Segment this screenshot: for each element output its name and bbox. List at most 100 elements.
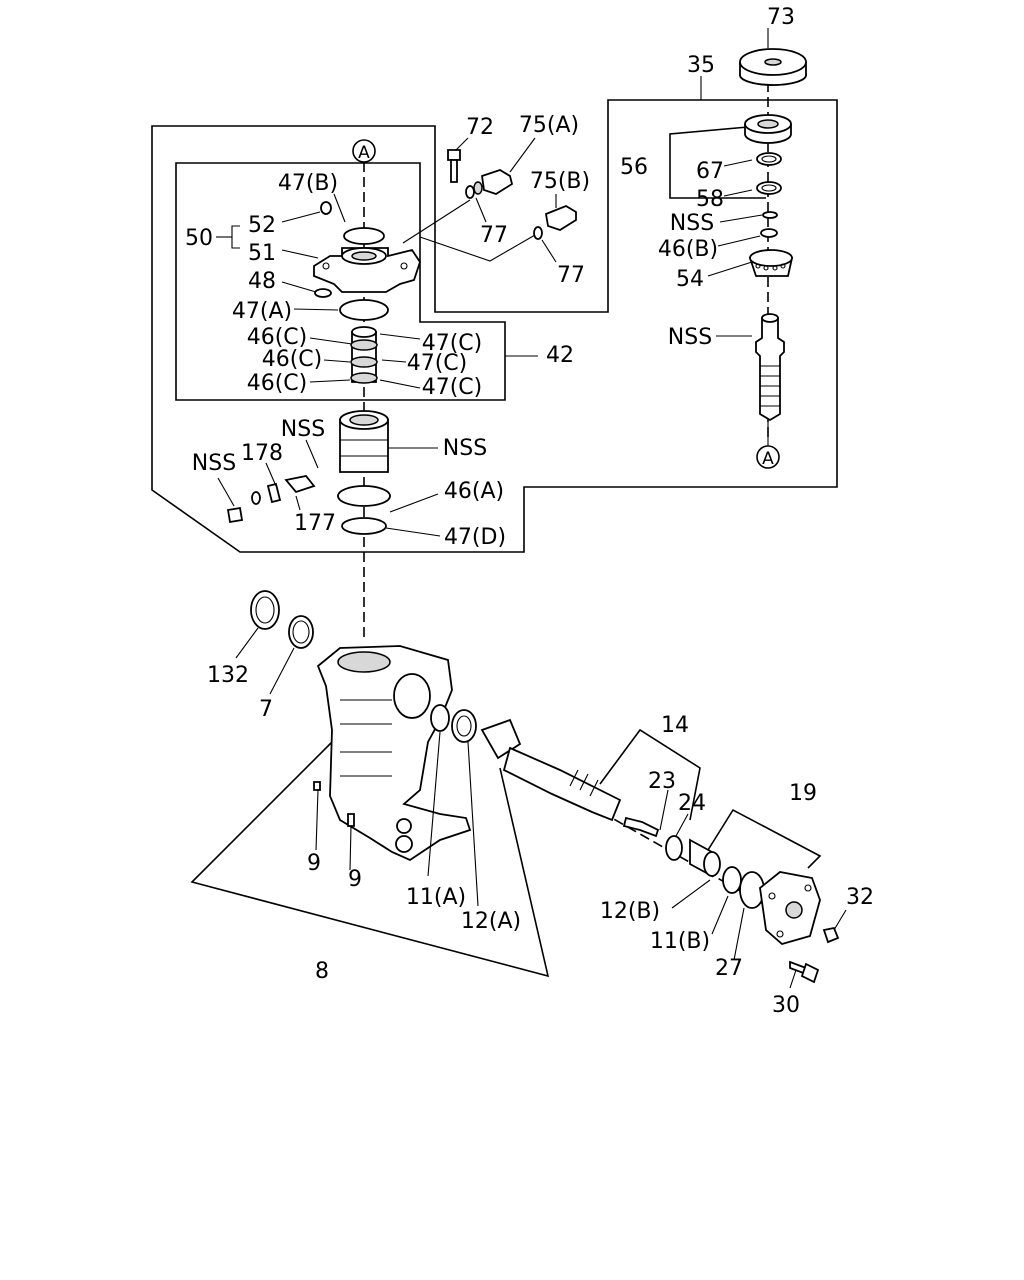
- label-47c-3: 47(C): [422, 375, 483, 400]
- label-47a: 47(A): [232, 299, 292, 324]
- label-52: 52: [248, 213, 276, 238]
- label-24: 24: [678, 791, 706, 816]
- label-56: 56: [620, 155, 648, 180]
- part-nss-pin: [755, 313, 785, 422]
- label-nss-a: NSS: [281, 417, 325, 442]
- part-73-cap: [739, 48, 807, 86]
- label-132: 132: [207, 663, 249, 688]
- part-46b-ring: [760, 228, 778, 238]
- part-23-bolt: [622, 816, 660, 838]
- part-58-seal: [756, 181, 782, 195]
- label-9-b: 9: [348, 867, 362, 892]
- part-77-washer-a: [465, 185, 475, 199]
- label-47b: 47(B): [278, 171, 338, 196]
- part-labels: 73 35 56 67 58 NSS 46(B) 54 NSS 72 75(A)…: [185, 5, 874, 1018]
- part-19-cover: [759, 871, 821, 945]
- ref-a-bottom: A: [756, 445, 780, 469]
- part-12b-bearing: [689, 838, 721, 878]
- group-outlines: [151, 99, 838, 978]
- label-32: 32: [846, 885, 874, 910]
- label-19: 19: [789, 781, 817, 806]
- label-23: 23: [648, 769, 676, 794]
- part-47d-ring: [341, 517, 387, 535]
- part-24-nut: [665, 835, 683, 861]
- label-9-a: 9: [307, 851, 321, 876]
- outline-50-inner: [175, 162, 506, 401]
- label-77-b: 77: [557, 263, 585, 288]
- label-177: 177: [294, 511, 336, 536]
- part-72-bolt: [447, 149, 461, 183]
- part-46c-47c-seals: [350, 326, 378, 384]
- label-42: 42: [546, 343, 574, 368]
- part-30-bolt: [789, 960, 820, 984]
- label-77-a: 77: [480, 223, 508, 248]
- part-56-cover: [744, 114, 792, 144]
- outline-42-outer: [151, 99, 838, 553]
- part-47b-ring: [343, 227, 385, 245]
- part-32-nut: [822, 926, 840, 944]
- label-50: 50: [185, 226, 213, 251]
- label-12b: 12(B): [600, 899, 660, 924]
- label-47c-2: 47(C): [407, 351, 468, 376]
- label-14: 14: [661, 713, 689, 738]
- label-46c-1: 46(C): [247, 325, 308, 350]
- bracket-8: [190, 741, 550, 978]
- label-73: 73: [767, 5, 795, 30]
- label-51: 51: [248, 241, 276, 266]
- leader-77-b: [419, 234, 536, 262]
- label-46a: 46(A): [444, 479, 504, 504]
- label-46b: 46(B): [658, 237, 718, 262]
- label-72: 72: [466, 115, 494, 140]
- part-12a-bearing: [451, 709, 477, 743]
- label-12a: 12(A): [461, 909, 521, 934]
- label-27: 27: [715, 956, 743, 981]
- ref-a-top: A: [352, 139, 376, 163]
- label-8: 8: [315, 959, 329, 984]
- label-7: 7: [259, 697, 273, 722]
- label-11a: 11(A): [406, 885, 466, 910]
- part-7-seal: [288, 615, 314, 649]
- label-47d: 47(D): [444, 525, 506, 550]
- part-spool: [339, 410, 389, 473]
- part-11b-ring: [722, 866, 742, 894]
- part-67-seal: [756, 152, 782, 166]
- label-nss-c: NSS: [192, 451, 236, 476]
- part-nss-ring: [762, 211, 778, 219]
- label-47c-1: 47(C): [422, 331, 483, 356]
- part-14-shaft: [480, 718, 622, 822]
- part-75b-fitting: [544, 204, 577, 231]
- ref-a-top-text: A: [358, 143, 370, 163]
- label-35: 35: [687, 53, 715, 78]
- part-51-valve-body: [313, 247, 421, 293]
- label-nss-pin: NSS: [668, 325, 712, 350]
- label-nss-b: NSS: [443, 436, 487, 461]
- part-177-178-clip: [226, 475, 316, 524]
- part-77-washer-b: [533, 226, 543, 240]
- label-30: 30: [772, 993, 800, 1018]
- label-nss-top: NSS: [670, 211, 714, 236]
- leader-77-a: [402, 199, 471, 244]
- label-75a: 75(A): [519, 113, 579, 138]
- bracket-14: [599, 728, 701, 821]
- part-8-housing: [316, 645, 472, 862]
- part-54-bearing: [748, 249, 794, 277]
- part-132-seal: [250, 590, 280, 630]
- bracket-19: [707, 808, 822, 869]
- part-47a-ring: [339, 299, 389, 321]
- label-58: 58: [696, 187, 724, 212]
- part-75a-fitting: [473, 169, 514, 195]
- label-178: 178: [241, 441, 283, 466]
- label-67: 67: [696, 159, 724, 184]
- bracket-56: [669, 126, 766, 199]
- part-11a-ring: [430, 704, 450, 732]
- part-52-plug: [320, 201, 332, 215]
- label-48: 48: [248, 269, 276, 294]
- label-11b: 11(B): [650, 929, 710, 954]
- ref-a-bottom-text: A: [762, 449, 774, 469]
- label-54: 54: [676, 267, 704, 292]
- leader-lines: [216, 28, 847, 989]
- label-75b: 75(B): [530, 169, 590, 194]
- label-46c-2: 46(C): [262, 347, 323, 372]
- part-9-bolts: [313, 781, 355, 827]
